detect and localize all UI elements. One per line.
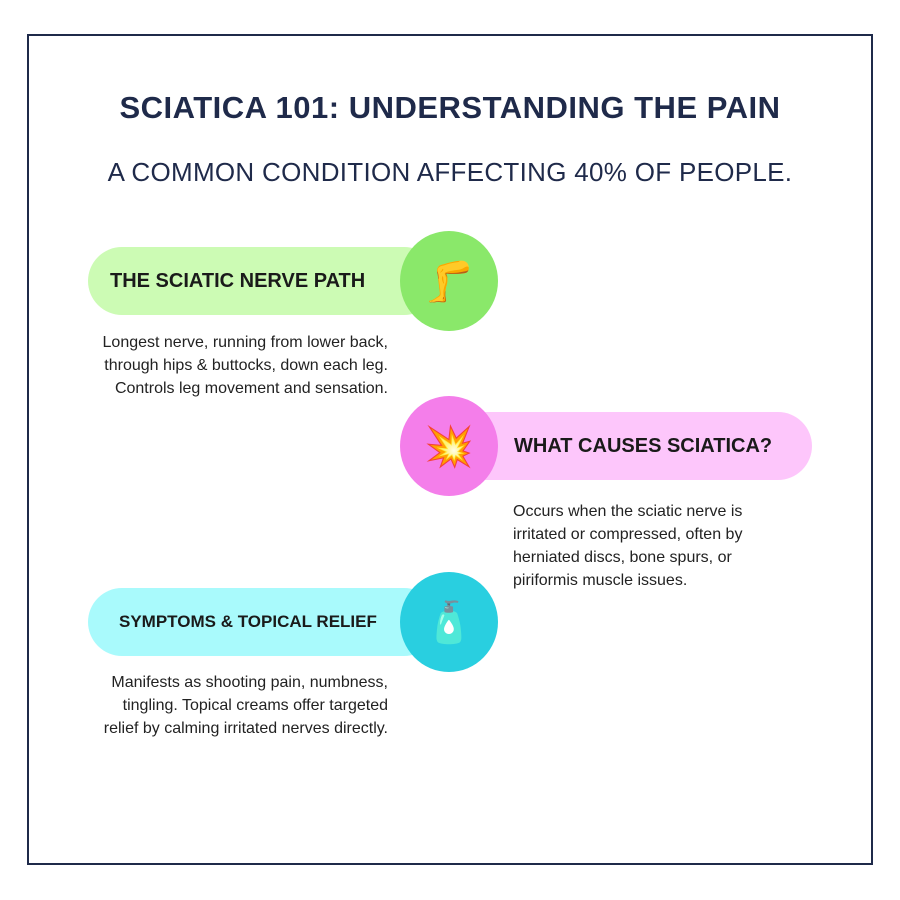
section-3-description: Manifests as shooting pain, numbness, ti… [103,674,388,737]
section-2-heading: WHAT CAUSES SCIATICA? [514,434,773,457]
section-2-description: Occurs when the sciatic nerve is irritat… [513,503,743,589]
section-1-header: THE SCIATIC NERVE PATH [88,247,438,315]
leg-icon: 🦵 [400,231,498,331]
lotion-bottle-icon: 🧴 [400,572,498,672]
section-3-header: SYMPTOMS & TOPICAL RELIEF [88,588,438,656]
section-3-heading: SYMPTOMS & TOPICAL RELIEF [119,612,377,631]
page-title: SCIATICA 101: UNDERSTANDING THE PAIN [119,90,781,125]
section-1-heading: THE SCIATIC NERVE PATH [110,269,366,292]
section-1-description: Longest nerve, running from lower back, … [102,334,388,397]
page-subtitle: A COMMON CONDITION AFFECTING 40% OF PEOP… [107,157,793,187]
collision-icon: 💥 [400,396,498,496]
infographic-frame [27,34,873,865]
